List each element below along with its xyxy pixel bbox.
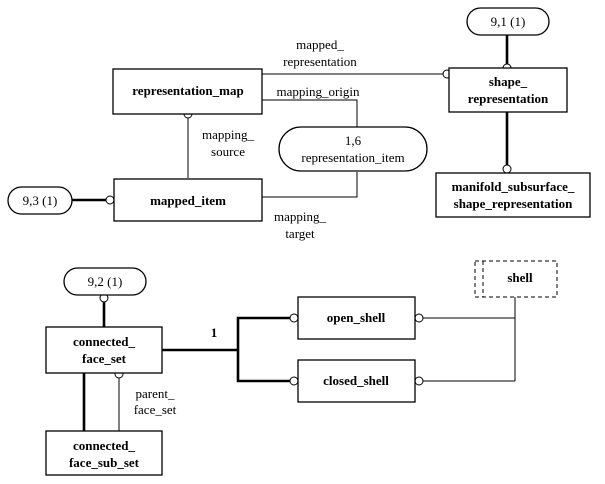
ref-label: 9,3 (1) (23, 193, 58, 208)
label-parent-face-set-2: face_set (134, 402, 177, 417)
entity-mapped-item: mapped_item (113, 178, 263, 222)
ref-line-1: 1,6 (345, 133, 362, 148)
ref-representation-item: 1,6 representation_item (278, 126, 428, 172)
ref-connected-face-set: 9,2 (1) (63, 267, 147, 296)
closed-shell-right-circle (414, 376, 424, 386)
entity-label-line-1: manifold_subsurface_ (452, 179, 575, 194)
ref-label: 9,2 (1) (88, 274, 123, 289)
ref-line-2: representation_item (301, 150, 404, 165)
label-mapping-origin: mapping_origin (276, 84, 360, 99)
manifold-top-circle (502, 164, 512, 174)
label-mapping-target-2: target (285, 226, 315, 241)
entity-label: closed_shell (323, 373, 389, 388)
relationship-end-markers (79, 63, 512, 440)
entity-label-line-1: shape_ (489, 74, 528, 89)
entity-closed-shell: closed_shell (297, 359, 416, 403)
label-one-of: 1 (211, 325, 218, 340)
relationship-labels: mapped_ representation mapping_origin ma… (134, 37, 360, 417)
entity-manifold-subsurface: manifold_subsurface_ shape_representatio… (435, 172, 591, 218)
label-mapping-source-2: source (211, 144, 245, 159)
entity-label: representation_map (132, 83, 243, 98)
entity-open-shell: open_shell (297, 296, 416, 340)
closed-shell-left-circle (289, 376, 299, 386)
open-shell-right-circle (414, 313, 424, 323)
label-mapping-source-1: mapping_ (202, 127, 254, 142)
label-mapping-target-1: mapping_ (274, 209, 326, 224)
ref-label: 9,1 (1) (491, 14, 526, 29)
entity-label-line-2: face_sub_set (69, 455, 140, 470)
entity-label-line-1: connected_ (73, 438, 136, 453)
entity-label: shell (507, 270, 533, 285)
entity-label: open_shell (327, 310, 386, 325)
ref-mapped-item: 9,3 (1) (7, 186, 73, 215)
open-shell-left-circle (289, 313, 299, 323)
entity-shape-representation: shape_ representation (448, 67, 568, 113)
entity-label-line-2: shape_representation (454, 196, 573, 211)
entity-label-line-1: connected_ (73, 334, 136, 349)
entity-representation-map: representation_map (112, 68, 263, 115)
entity-label-line-2: face_set (82, 351, 127, 366)
mapped-item-left-circle (105, 195, 115, 205)
entity-shell-external: shell (474, 260, 558, 298)
relationship-lines (71, 34, 516, 431)
entity-connected-face-set: connected_ face_set (45, 326, 163, 374)
label-parent-face-set-1: parent_ (136, 386, 175, 401)
entity-label: mapped_item (150, 193, 226, 208)
entity-label-line-2: representation (468, 91, 549, 106)
label-mapped-representation-2: representation (283, 54, 357, 69)
entity-connected-face-sub-set: connected_ face_sub_set (45, 430, 163, 476)
label-mapped-representation-1: mapped_ (296, 37, 344, 52)
ref-shape-representation: 9,1 (1) (466, 7, 550, 36)
